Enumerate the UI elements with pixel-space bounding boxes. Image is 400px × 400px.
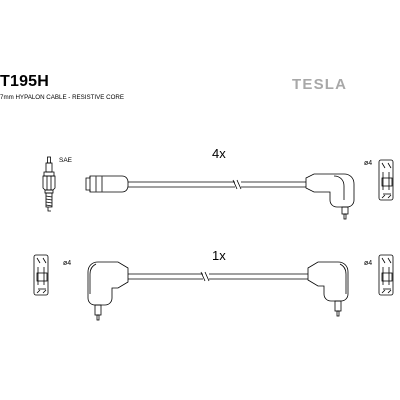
angled-boot-right-icon: [307, 261, 349, 302]
part-number: T195H: [0, 73, 50, 90]
lead-a-quantity: 4x: [212, 146, 226, 161]
coil-connector-right-icon: [378, 254, 394, 296]
straight-boot-icon: [85, 175, 129, 193]
lead-b-left-label: ø4: [63, 260, 71, 267]
plug-label: SAE: [59, 157, 73, 164]
lead-b: [87, 261, 349, 321]
coil-connector-icon: [378, 159, 394, 201]
lead-a-end-label: ø4: [364, 160, 372, 167]
angled-boot-left-icon: [87, 261, 129, 306]
lead-b-quantity: 1x: [212, 248, 226, 263]
lead-b-right-label: ø4: [364, 260, 372, 267]
coil-connector-left-icon: [33, 254, 49, 296]
brand-logo: TESLA: [292, 76, 348, 93]
spark-plug-icon: [42, 156, 56, 212]
cable-description: 7mm HYPALON CABLE - RESISTIVE CORE: [0, 94, 125, 101]
angled-boot-icon: [305, 173, 355, 208]
lead-a: [85, 173, 355, 220]
